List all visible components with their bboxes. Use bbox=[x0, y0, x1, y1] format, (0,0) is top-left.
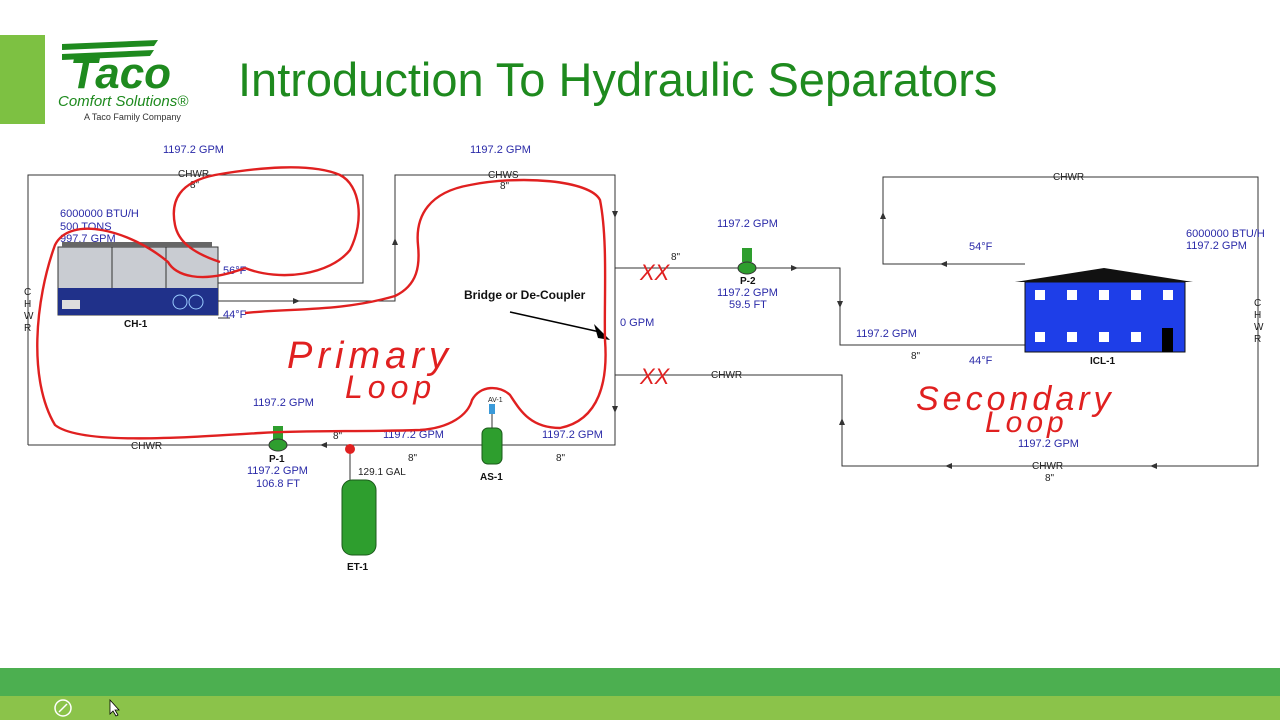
bridge-pointer bbox=[509, 311, 610, 340]
cursor-icon bbox=[109, 698, 120, 717]
p1-size: 8" bbox=[333, 431, 343, 442]
secondary-size-supply: 8" bbox=[911, 351, 921, 362]
markup-secondary: Secondary bbox=[916, 380, 1115, 418]
tank-id: ET-1 bbox=[347, 562, 369, 573]
building-icl1[interactable] bbox=[1015, 268, 1193, 353]
flow-supply: 1197.2 GPM bbox=[856, 328, 917, 340]
size-bottom-right: 8" bbox=[556, 453, 566, 464]
p1-id: P-1 bbox=[269, 454, 285, 465]
markup-xx-bottom: XX bbox=[639, 364, 671, 389]
chiller-gpm: 997.7 GPM bbox=[60, 233, 116, 245]
p2-id: P-2 bbox=[740, 276, 756, 287]
secondary-chwr-top: CHWR bbox=[1053, 172, 1084, 183]
chiller-temp-in: 44°F bbox=[223, 309, 247, 321]
tank-volume: 129.1 GAL bbox=[358, 467, 406, 478]
flow-top-mid: 1197.2 GPM bbox=[470, 144, 531, 156]
flow-top-left: 1197.2 GPM bbox=[163, 144, 224, 156]
right-pipe-letter-w: W bbox=[1254, 322, 1264, 333]
pipe-chwr-bottom-left: CHWR bbox=[131, 441, 162, 452]
temp-supply: 44°F bbox=[969, 355, 993, 367]
slide-title: Introduction To Hydraulic Separators bbox=[238, 53, 998, 106]
air-separator-as1[interactable] bbox=[481, 404, 503, 465]
logo-tagline: Comfort Solutions® bbox=[58, 93, 189, 110]
pipe-chwr-top: CHWR bbox=[178, 169, 209, 180]
temp-return: 54°F bbox=[969, 241, 993, 253]
left-pipe-letter-c: C bbox=[24, 287, 31, 298]
flow-bottom-right: 1197.2 GPM bbox=[542, 429, 603, 441]
logo-brand: Taco bbox=[70, 49, 171, 98]
markup-secondary-loop: Loop bbox=[985, 406, 1068, 439]
flow-arrows bbox=[293, 211, 1157, 469]
right-pipe-letter-r: R bbox=[1254, 334, 1261, 345]
p2-flow: 1197.2 GPM bbox=[717, 287, 778, 299]
size-bottom-mid: 8" bbox=[408, 453, 418, 464]
right-pipe-letter-c: C bbox=[1254, 298, 1261, 309]
right-pipe-letter-h: H bbox=[1254, 310, 1261, 321]
logo-subline: A Taco Family Company bbox=[84, 112, 181, 122]
markup-primary-loop: Loop bbox=[345, 369, 436, 405]
markup-strokes bbox=[36, 166, 607, 440]
chiller-id: CH-1 bbox=[124, 319, 148, 330]
size-8-b: 8" bbox=[500, 181, 510, 192]
pipe-chws-top: CHWS bbox=[488, 170, 519, 181]
footer-band-dark bbox=[0, 668, 1280, 696]
load-btu: 6000000 BTU/H bbox=[1186, 228, 1265, 240]
p2-flow-above: 1197.2 GPM bbox=[717, 218, 778, 230]
flow-bottom-mid: 1197.2 GPM bbox=[383, 429, 444, 441]
p1-flow-above: 1197.2 GPM bbox=[253, 397, 314, 409]
markup-text: XX XX Primary Loop Secondary Loop bbox=[287, 260, 1115, 439]
left-pipe-letter-r: R bbox=[24, 323, 31, 334]
p2-size: 8" bbox=[671, 252, 681, 263]
load-gpm: 1197.2 GPM bbox=[1186, 240, 1247, 252]
bridge-label: Bridge or De-Coupler bbox=[464, 288, 586, 302]
taco-logo: Taco Comfort Solutions® A Taco Family Co… bbox=[58, 40, 189, 122]
secondary-chwr-bottom: CHWR bbox=[1032, 461, 1063, 472]
left-pipe-letter-w: W bbox=[24, 311, 34, 322]
secondary-size-return: 8" bbox=[1045, 473, 1055, 484]
expansion-tank-et1[interactable] bbox=[341, 444, 377, 556]
separator-id: AS-1 bbox=[480, 472, 503, 483]
pump-p1[interactable] bbox=[268, 426, 288, 452]
load-id: ICL-1 bbox=[1090, 356, 1115, 367]
separator-tag: AV-1 bbox=[488, 397, 503, 404]
flow-return: 1197.2 GPM bbox=[1018, 438, 1079, 450]
presentation-toolbar[interactable] bbox=[0, 696, 160, 720]
pen-icon[interactable] bbox=[54, 699, 72, 717]
left-pipe-letter-h: H bbox=[24, 299, 31, 310]
p2-head: 59.5 FT bbox=[729, 299, 767, 311]
p1-head: 106.8 FT bbox=[256, 478, 300, 490]
chiller-btu: 6000000 BTU/H bbox=[60, 208, 139, 220]
footer-band-light bbox=[0, 696, 1280, 720]
hydraulic-diagram: 1197.2 GPM 1197.2 GPM 6000000 BTU/H 500 … bbox=[24, 144, 1265, 573]
pipe-chwr-mid-right: CHWR bbox=[711, 370, 742, 381]
markup-primary: Primary bbox=[287, 335, 453, 377]
markup-xx-top: XX bbox=[639, 260, 671, 285]
size-8-a: 8" bbox=[190, 180, 200, 191]
chiller-ch1[interactable] bbox=[57, 242, 219, 316]
bridge-flow: 0 GPM bbox=[620, 317, 654, 329]
brand-tab bbox=[0, 35, 45, 124]
pump-p2[interactable] bbox=[737, 248, 757, 275]
p1-flow: 1197.2 GPM bbox=[247, 465, 308, 477]
